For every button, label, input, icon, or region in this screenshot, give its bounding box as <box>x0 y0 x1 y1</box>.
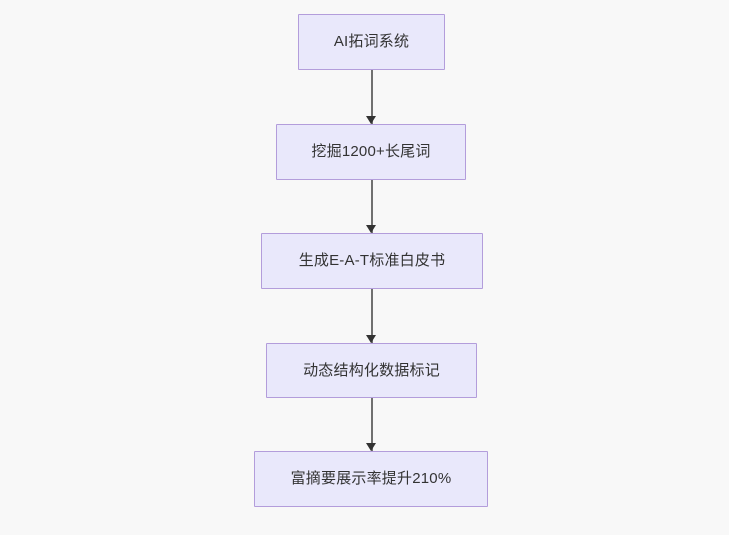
flow-node-label: 挖掘1200+长尾词 <box>311 143 431 160</box>
flow-node-label: 动态结构化数据标记 <box>303 361 440 379</box>
flow-node-label: 富摘要展示率提升210% <box>290 470 452 487</box>
flow-node-generate-eat-whitepaper[interactable]: 生成E-A-T标准白皮书 <box>261 233 483 289</box>
flow-node-rich-snippet-impression-rate[interactable]: 富摘要展示率提升210% <box>254 451 488 507</box>
edge-line <box>371 398 373 451</box>
arrowhead-icon <box>366 335 377 343</box>
flow-node-label: 生成E-A-T标准白皮书 <box>298 252 446 269</box>
arrowhead-icon <box>366 116 377 124</box>
flow-node-mine-longtail-keywords[interactable]: 挖掘1200+长尾词 <box>276 124 466 180</box>
edge-line <box>371 180 373 233</box>
arrowhead-icon <box>366 225 377 233</box>
arrowhead-icon <box>366 443 377 451</box>
edge-line <box>371 289 373 343</box>
flow-node-label: AI拓词系统 <box>333 33 410 50</box>
flow-node-dynamic-structured-data-markup[interactable]: 动态结构化数据标记 <box>266 343 477 398</box>
edge-line <box>371 70 373 124</box>
flow-node-ai-keyword-system[interactable]: AI拓词系统 <box>298 14 445 70</box>
